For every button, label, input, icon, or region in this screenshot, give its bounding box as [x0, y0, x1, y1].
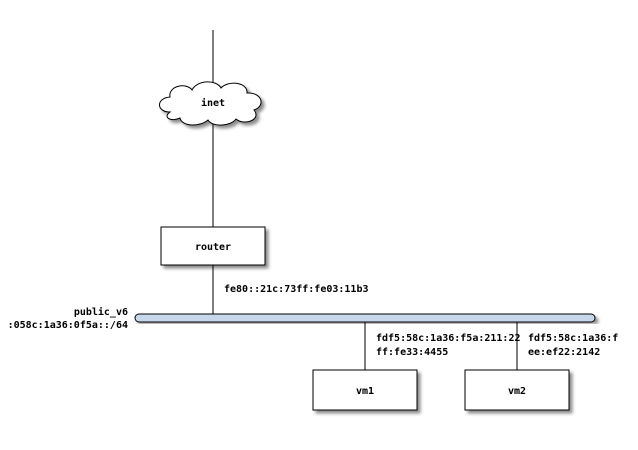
vm1-address-line2: ff:fe33:4455 [376, 347, 448, 358]
network-name: public_v6 [74, 306, 128, 318]
bus-bar [134, 313, 596, 323]
vm1-box [312, 369, 418, 411]
cloud-label: inet [201, 97, 225, 109]
router-box [160, 226, 266, 266]
vm2-box [464, 369, 570, 411]
router-node[interactable] [160, 226, 266, 266]
router-label: router [195, 242, 231, 253]
network-bus[interactable] [134, 313, 596, 323]
vm2-node[interactable] [464, 369, 570, 411]
vm1-node[interactable] [312, 369, 418, 411]
inet-cloud[interactable] [159, 81, 262, 126]
vm2-address-line1: fdf5:58c:1a36:f [528, 333, 618, 344]
vm1-address-line1: fdf5:58c:1a36:f5a:211:22 [376, 333, 521, 344]
network-prefix: :058c:1a36:0f5a::/64 [8, 320, 128, 331]
cloud-shape [159, 81, 262, 126]
router-address: fe80::21c:73ff:fe03:11b3 [224, 284, 369, 295]
vm1-label: vm1 [356, 386, 374, 397]
vm2-address-line2: ee:ef22:2142 [528, 347, 600, 358]
vm2-label: vm2 [508, 386, 526, 397]
